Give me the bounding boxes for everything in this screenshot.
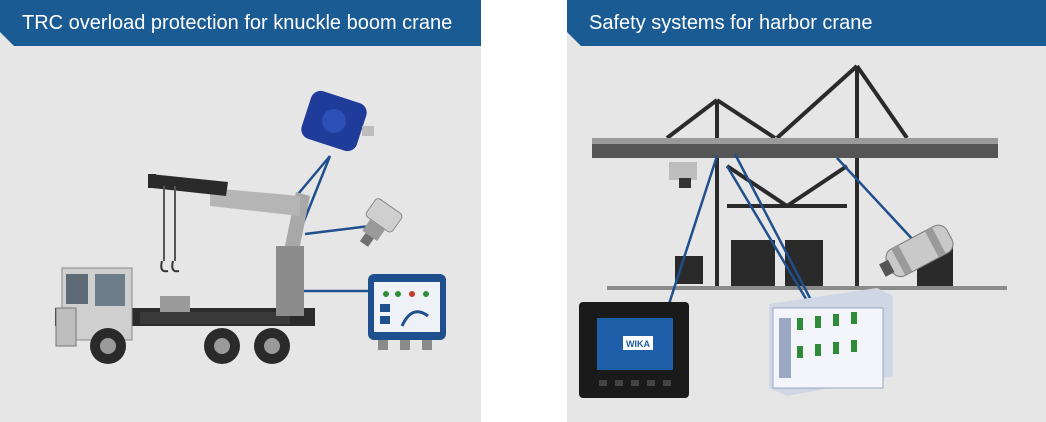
right-panel: Safety systems for harbor crane (567, 0, 1046, 422)
truck (55, 267, 315, 364)
trolley (669, 162, 697, 180)
harbor-crane-illustration: WIKA (579, 64, 1007, 398)
display-terminal-icon: WIKA (579, 302, 689, 398)
pressure-transmitter-icon (359, 198, 403, 247)
load-cell-icon (879, 224, 954, 278)
spreader (679, 178, 691, 188)
display-logo: WIKA (626, 339, 650, 349)
angle-sensor-icon (301, 90, 374, 152)
crane-girder (592, 144, 998, 158)
quay (607, 286, 1007, 290)
crane-girder-top (592, 138, 998, 144)
control-unit-icon (368, 274, 446, 350)
left-panel-title: TRC overload protection for knuckle boom… (22, 12, 453, 34)
harbor-crane (665, 64, 909, 286)
right-panel-title: Safety systems for harbor crane (589, 12, 873, 34)
right-header-bg (567, 0, 1046, 46)
connector-lines (667, 153, 916, 305)
controller-icon (769, 288, 893, 396)
left-header-bg (0, 0, 481, 46)
crane-boom (148, 174, 310, 316)
left-panel: TRC overload protection for knuckle boom… (0, 0, 481, 422)
knuckle-boom-illustration (55, 90, 446, 364)
